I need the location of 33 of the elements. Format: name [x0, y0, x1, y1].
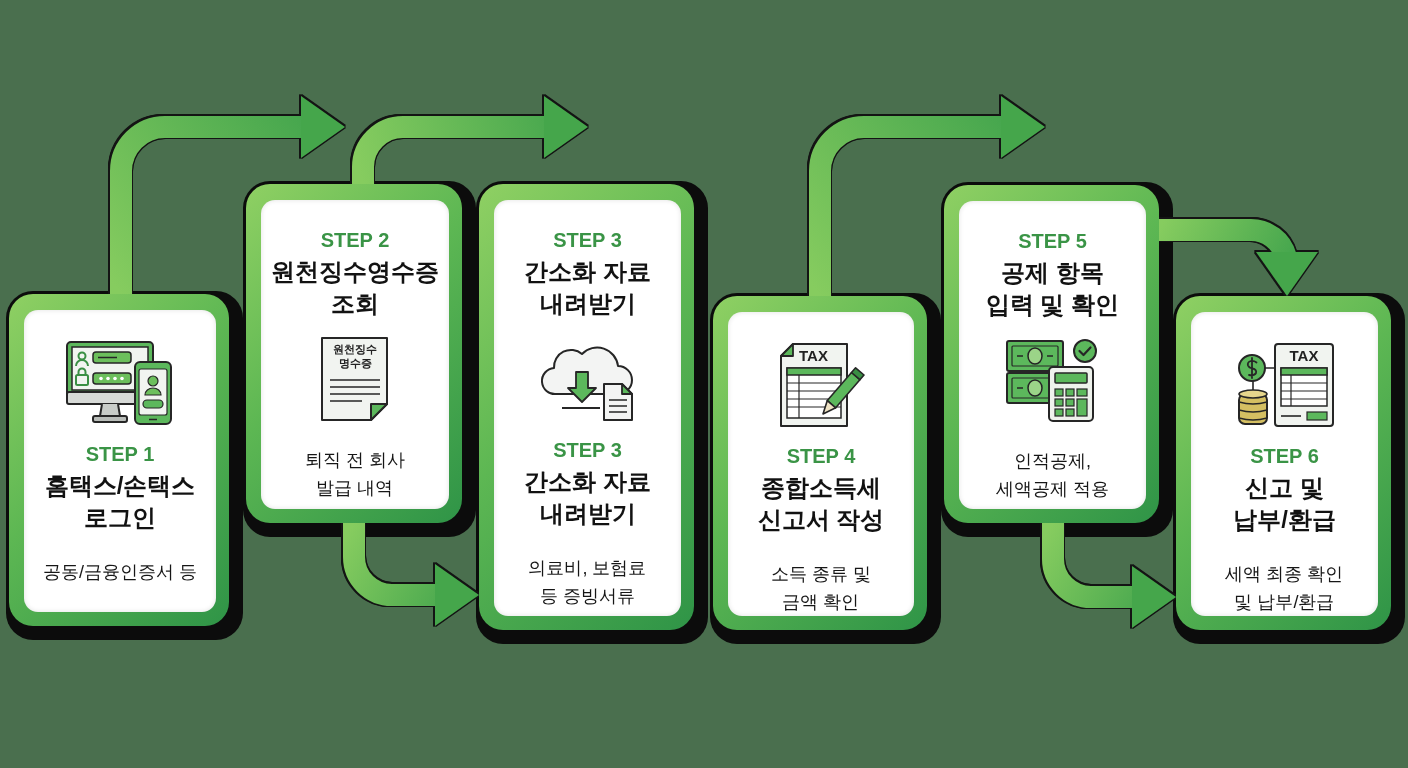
arrow — [1159, 219, 1318, 296]
step-card — [944, 185, 1159, 523]
step-description: 의료비, 보험료 등 증빙서류 — [527, 557, 648, 608]
step-description: 세액 최종 확인 및 납부/환급 — [1224, 563, 1345, 614]
arrow — [809, 96, 1045, 296]
step-description: 인적공제, 세액공제 적용 — [995, 450, 1110, 501]
step-title: 간소화 자료 내려받기 — [523, 257, 652, 319]
step-title: 공제 항목 입력 및 확인 — [984, 258, 1121, 320]
step-title: 홈택스/손택스 로그인 — [43, 471, 197, 533]
document-title: 원천징수 명수증 — [332, 342, 378, 370]
arrow — [110, 96, 345, 294]
step-description: 소득 종류 및 금액 확인 — [770, 563, 872, 614]
step-number: STEP 2 — [320, 228, 390, 252]
step-description: 퇴직 전 회사 발급 내역 — [304, 449, 406, 500]
step-card — [246, 184, 462, 523]
step-number: STEP 1 — [85, 442, 155, 466]
tax-label: TAX — [799, 347, 828, 364]
step-title: 신고 및 납부/환급 — [1232, 473, 1337, 535]
step-number: STEP 4 — [786, 444, 856, 468]
step-card — [713, 296, 927, 630]
step-title: 종합소득세 신고서 작성 — [756, 473, 886, 535]
step-card — [1176, 296, 1391, 630]
step-card — [9, 294, 229, 626]
step-card — [479, 184, 694, 630]
tax-label: TAX — [1289, 347, 1319, 364]
arrow — [352, 96, 588, 184]
step-number: STEP 3 — [553, 438, 622, 462]
step-description: 공동/금융인증서 등 — [43, 561, 197, 584]
step-title: 간소화 자료 내려받기 — [523, 467, 652, 529]
step-title: 원천징수영수증 조회 — [270, 257, 440, 319]
step-number: STEP 6 — [1250, 444, 1319, 468]
step-number: STEP 3 — [553, 228, 622, 252]
step-number: STEP 5 — [1018, 229, 1087, 253]
